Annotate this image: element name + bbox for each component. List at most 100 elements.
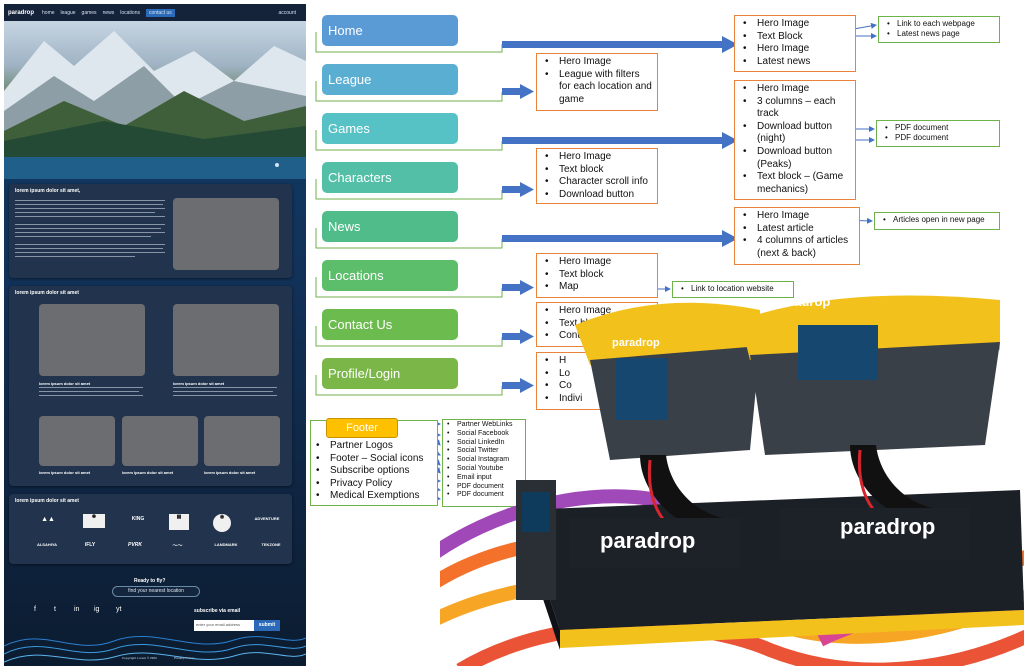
footer-item: Medical Exemptions bbox=[316, 490, 440, 503]
mock-email-input[interactable]: enter your email address bbox=[194, 620, 254, 631]
detail-item: Hero Image bbox=[743, 83, 851, 96]
detail-item: Download button (night) bbox=[743, 121, 851, 146]
mock-image-placeholder bbox=[39, 416, 115, 466]
footer-item: Privacy Policy bbox=[316, 478, 440, 491]
sitemap-home: Home bbox=[322, 15, 458, 46]
detail-item: Co bbox=[545, 380, 653, 393]
mock-section-gallery-title: lorem ipsum dolor sit amet bbox=[15, 290, 79, 296]
instagram-icon[interactable]: ig bbox=[94, 606, 100, 613]
detail-item: Download button bbox=[545, 189, 653, 202]
footer-item: Subscribe options bbox=[316, 465, 440, 478]
partner-logo[interactable]: TEKZONE bbox=[261, 542, 281, 547]
mock-nav-locations[interactable]: locations bbox=[120, 9, 140, 16]
partner-logo[interactable]: ALSAHIYA bbox=[36, 542, 58, 547]
footer-detail: Social LinkedIn bbox=[447, 439, 523, 448]
sitemap-league: League bbox=[322, 64, 458, 95]
mock-nav-account[interactable]: account bbox=[278, 9, 296, 16]
detail-item: Character scroll info bbox=[545, 176, 653, 189]
mock-caption: lorem ipsum dolor sit amet bbox=[204, 470, 256, 475]
partner-logo[interactable]: LANDMARK bbox=[214, 542, 238, 547]
partner-logo[interactable]: iFLY bbox=[84, 542, 96, 548]
detail-item: H bbox=[545, 355, 653, 368]
mock-caption: lorem ipsum dolor sit amet bbox=[39, 470, 91, 475]
detail-item: Download button (Peaks) bbox=[743, 146, 851, 171]
footer-detail: Email input bbox=[447, 474, 523, 483]
mock-nav-league[interactable]: league bbox=[60, 9, 76, 16]
league-details: Hero Image League with filters for each … bbox=[536, 53, 658, 111]
mock-image-placeholder bbox=[173, 198, 279, 270]
mock-logo[interactable]: paradrop bbox=[8, 9, 35, 16]
partner-logo[interactable]: ADVENTURE bbox=[254, 516, 280, 521]
mock-image-placeholder bbox=[204, 416, 280, 466]
twitter-icon[interactable]: t bbox=[54, 606, 56, 613]
sitemap-games: Games bbox=[322, 113, 458, 144]
mock-nav-contact[interactable]: contact us bbox=[145, 8, 175, 17]
mock-section-partners-title: lorem ipsum dolor sit amet bbox=[15, 498, 79, 504]
mock-section-gallery: lorem ipsum dolor sit amet lorem ipsum d… bbox=[9, 286, 292, 486]
footer-detail: PDF document bbox=[447, 491, 523, 500]
partner-logo[interactable]: ◉ bbox=[213, 514, 231, 532]
detail-item: Text block bbox=[545, 269, 653, 282]
website-mockup: paradrop home league games news location… bbox=[4, 4, 306, 666]
detail-item: Latest news bbox=[743, 56, 851, 69]
home-links: Link to each webpage Latest news page bbox=[878, 16, 1000, 43]
sitemap-news: News bbox=[322, 211, 458, 242]
mock-copyright: Copyright Lorem © 2023 bbox=[122, 656, 157, 660]
home-details: Hero Image Text Block Hero Image Latest … bbox=[734, 15, 856, 72]
mock-navbar: paradrop home league games news location… bbox=[4, 4, 306, 21]
footer-detail: Social Twitter bbox=[447, 447, 523, 456]
link-item: PDF document bbox=[885, 133, 995, 143]
characters-details: Hero Image Text block Character scroll i… bbox=[536, 148, 658, 204]
sitemap-footer: Footer bbox=[326, 418, 398, 438]
partner-logo[interactable]: ▲▲ bbox=[41, 516, 55, 523]
mock-nav-home[interactable]: home bbox=[42, 9, 55, 16]
detail-item: Text block – (Game mechanics) bbox=[743, 171, 851, 196]
link-item: Link to location website bbox=[681, 284, 789, 294]
sitemap-characters: Characters bbox=[322, 162, 458, 193]
linkedin-icon[interactable]: in bbox=[74, 606, 80, 613]
mock-caption: lorem ipsum dolor sit amet bbox=[173, 381, 225, 386]
detail-item: League with filters for each location an… bbox=[545, 69, 653, 107]
detail-item: Hero Image bbox=[743, 43, 851, 56]
detail-item: Hero Image bbox=[545, 56, 653, 69]
footer-detail: Social Facebook bbox=[447, 430, 523, 439]
mock-subscribe-title: subscribe via email bbox=[194, 608, 241, 614]
detail-item: Text block bbox=[545, 164, 653, 177]
partner-logo[interactable]: ✺ bbox=[83, 514, 105, 528]
mock-section-partners: lorem ipsum dolor sit amet ▲▲ ✺ KING ▦ ◉… bbox=[9, 494, 292, 564]
sitemap-profile: Profile/Login bbox=[322, 358, 458, 389]
detail-item: Hero Image bbox=[545, 305, 653, 318]
link-item: Latest news page bbox=[887, 29, 995, 39]
detail-item: 4 columns of articles (next & back) bbox=[743, 235, 855, 260]
partner-logo[interactable]: KING bbox=[131, 516, 145, 522]
sitemap-contact: Contact Us bbox=[322, 309, 458, 340]
detail-item: Hero Image bbox=[545, 256, 653, 269]
detail-item: Indivi bbox=[545, 393, 653, 406]
sitemap-locations: Locations bbox=[322, 260, 458, 291]
partner-logo[interactable]: ▦ bbox=[169, 514, 189, 530]
wave-decoration bbox=[4, 635, 306, 663]
mock-nav-news[interactable]: news bbox=[102, 9, 115, 16]
youtube-icon[interactable]: yt bbox=[116, 606, 122, 613]
link-item: Articles open in new page bbox=[883, 215, 995, 225]
footer-items: Partner Logos Footer – Social icons Subs… bbox=[310, 440, 440, 503]
mock-privacy-link[interactable]: Privacy Policy bbox=[174, 656, 195, 660]
mock-submit-button[interactable]: submit bbox=[254, 620, 280, 631]
footer-detail: Social Youtube bbox=[447, 465, 523, 474]
mock-find-location-button[interactable]: find your nearest location bbox=[112, 586, 200, 597]
footer-item: Footer – Social icons bbox=[316, 453, 440, 466]
facebook-icon[interactable]: f bbox=[34, 606, 36, 613]
mock-image-placeholder bbox=[122, 416, 198, 466]
mock-section-intro-title: lorem ipsum dolor sit amet, bbox=[15, 188, 81, 194]
mock-image-placeholder bbox=[173, 304, 279, 376]
detail-item: Hero Image bbox=[743, 210, 855, 223]
location-links: Link to location website bbox=[672, 281, 794, 298]
arcade-brand-text: paradrop bbox=[774, 294, 831, 309]
detail-item: Map bbox=[545, 281, 653, 294]
partner-logo[interactable]: PVRK bbox=[128, 542, 142, 548]
mock-nav-games[interactable]: games bbox=[81, 9, 97, 16]
detail-item: 3 columns – each track bbox=[743, 96, 851, 121]
partner-logo[interactable]: 〜〜 bbox=[171, 543, 182, 549]
